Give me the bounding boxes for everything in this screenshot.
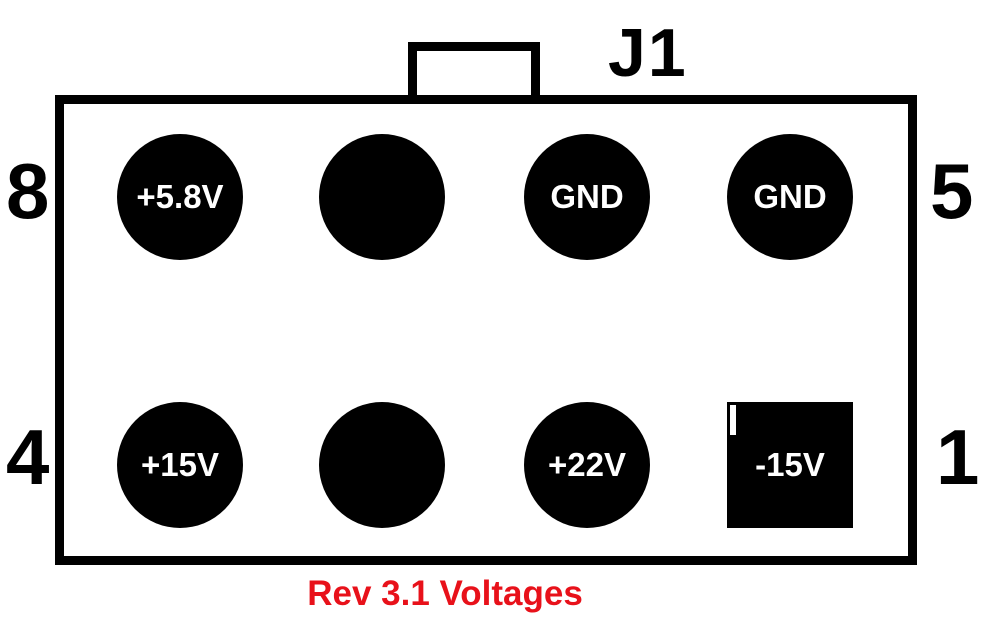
square-pin-notch (730, 405, 736, 435)
pin-5: GND (727, 134, 853, 260)
pin-number-5: 5 (930, 147, 974, 235)
pin-label: +15V (141, 446, 219, 483)
connector-designator: J1 (608, 15, 688, 91)
pin-number-8: 8 (6, 147, 50, 235)
pin-label: -15V (755, 446, 825, 483)
pin-label: +5.8V (136, 178, 224, 215)
pin-label: GND (753, 178, 827, 215)
pin-6: GND (524, 134, 650, 260)
revision-caption: Rev 3.1 Voltages (307, 574, 583, 613)
pin-number-1: 1 (936, 413, 980, 501)
pin-4: +15V (117, 402, 243, 528)
pin-number-4: 4 (6, 413, 50, 501)
pin-1: -15V (727, 402, 853, 528)
pin-3 (319, 402, 445, 528)
pin-7 (319, 134, 445, 260)
pin-8: +5.8V (117, 134, 243, 260)
pin-2: +22V (524, 402, 650, 528)
pin-label: GND (550, 178, 624, 215)
pin-label: +22V (548, 446, 626, 483)
keying-tab (408, 42, 540, 95)
